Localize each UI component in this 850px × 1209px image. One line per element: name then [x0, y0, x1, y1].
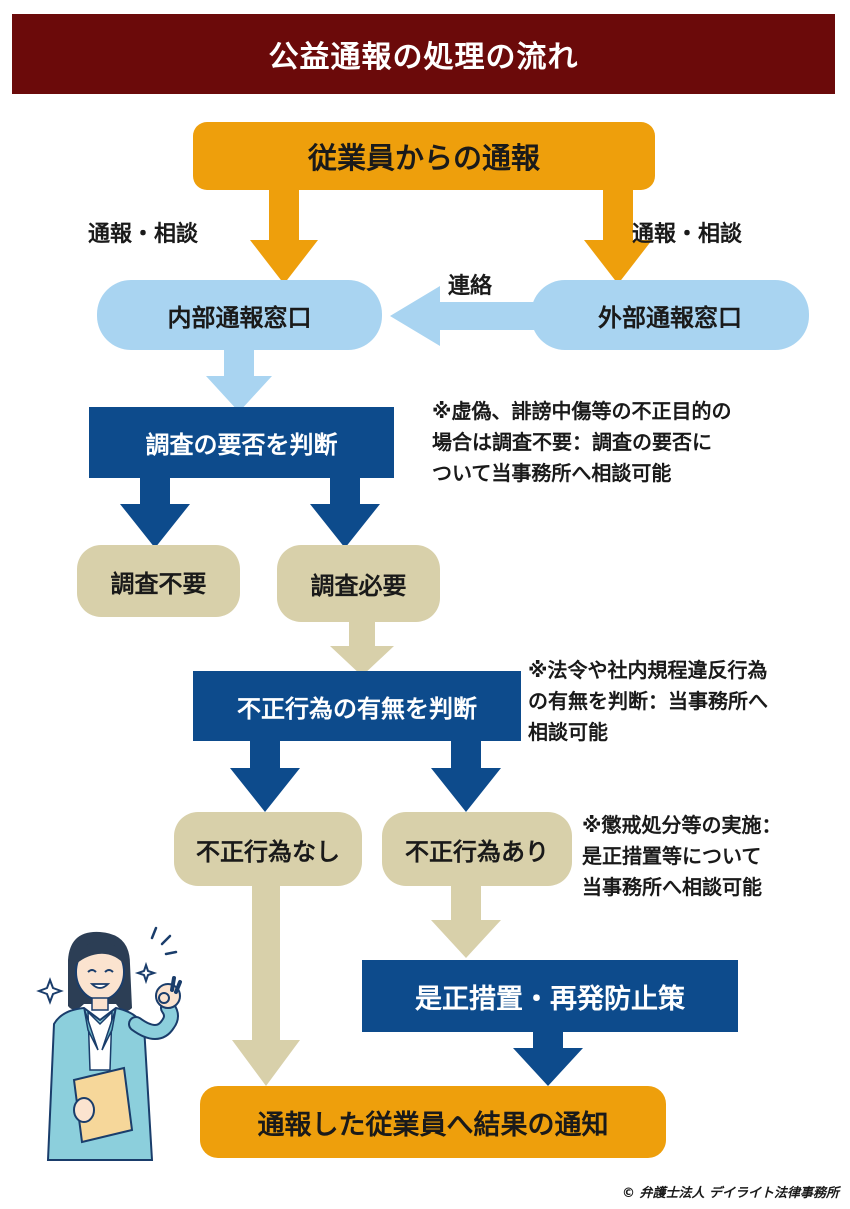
node-misconduct-found: 不正行為あり: [382, 812, 572, 886]
arrow-no-misconduct-to-notice: [232, 884, 300, 1086]
arrow-internal-to-judgment: [206, 350, 272, 412]
note-misconduct-line-3: 相談可能: [528, 720, 608, 744]
node-internal-desk: 内部通報窓口: [97, 280, 382, 350]
note-investigation-line-3: ついて当事務所へ相談可能: [432, 461, 672, 485]
arrow-to-investigation-needed: [310, 478, 380, 548]
note-disciplinary-line-3: 当事務所へ相談可能: [582, 875, 762, 899]
node-external-desk: 外部通報窓口: [531, 280, 809, 350]
node-misconduct-judgment: 不正行為の有無を判断: [193, 671, 521, 741]
arrow-to-corrective-action: [431, 884, 501, 958]
node-investigation-needed: 調査必要: [277, 545, 440, 622]
arrow-to-no-misconduct: [230, 740, 300, 812]
arrow-to-external: [584, 190, 652, 284]
node-no-investigation: 調査不要: [77, 545, 240, 617]
businesswoman-ok-gesture-illustration: [36, 926, 182, 1161]
label-report-consult-left: 通報・相談: [88, 222, 199, 247]
label-contact: 連絡: [448, 274, 493, 299]
note-disciplinary: ※懲戒処分等の実施： 是正措置等について 当事務所へ相談可能: [582, 810, 781, 903]
label-report-consult-right: 通報・相談: [632, 222, 743, 247]
node-investigation-judgment: 調査の要否を判断: [89, 407, 394, 478]
star-icon: [36, 977, 64, 1005]
note-disciplinary-line-2: 是正措置等について: [582, 844, 762, 868]
note-investigation-line-1: ※虚偽、誹謗中傷等の不正目的の: [432, 399, 732, 423]
copyright: © 弁護士法人 デイライト法律事務所: [622, 1186, 840, 1201]
note-misconduct-line-1: ※法令や社内規程違反行為: [528, 658, 768, 682]
arrow-to-no-investigation: [120, 478, 190, 548]
note-investigation-line-2: 場合は調査不要：調査の要否に: [432, 430, 712, 454]
arrow-to-misconduct-found: [431, 740, 501, 812]
arrow-corrective-to-notice: [513, 1030, 583, 1086]
arrow-to-misconduct-judgment: [330, 622, 394, 676]
arrow-external-to-internal: [390, 286, 535, 346]
arrow-to-internal: [250, 190, 318, 284]
node-corrective-action: 是正措置・再発防止策: [362, 960, 738, 1032]
note-disciplinary-line-1: ※懲戒処分等の実施：: [582, 813, 782, 837]
node-result-notice: 通報した従業員へ結果の通知: [200, 1086, 666, 1158]
node-employee-report: 従業員からの通報: [193, 122, 655, 190]
page-title: 公益通報の処理の流れ: [12, 14, 835, 94]
note-misconduct: ※法令や社内規程違反行為 の有無を判断：当事務所へ 相談可能: [528, 655, 768, 748]
star-icon: [134, 961, 158, 985]
note-investigation: ※虚偽、誹謗中傷等の不正目的の 場合は調査不要：調査の要否に ついて当事務所へ相…: [432, 396, 731, 489]
sparkle-icon: [150, 926, 178, 956]
note-misconduct-line-2: の有無を判断：当事務所へ: [528, 689, 768, 713]
node-no-misconduct: 不正行為なし: [174, 812, 362, 886]
